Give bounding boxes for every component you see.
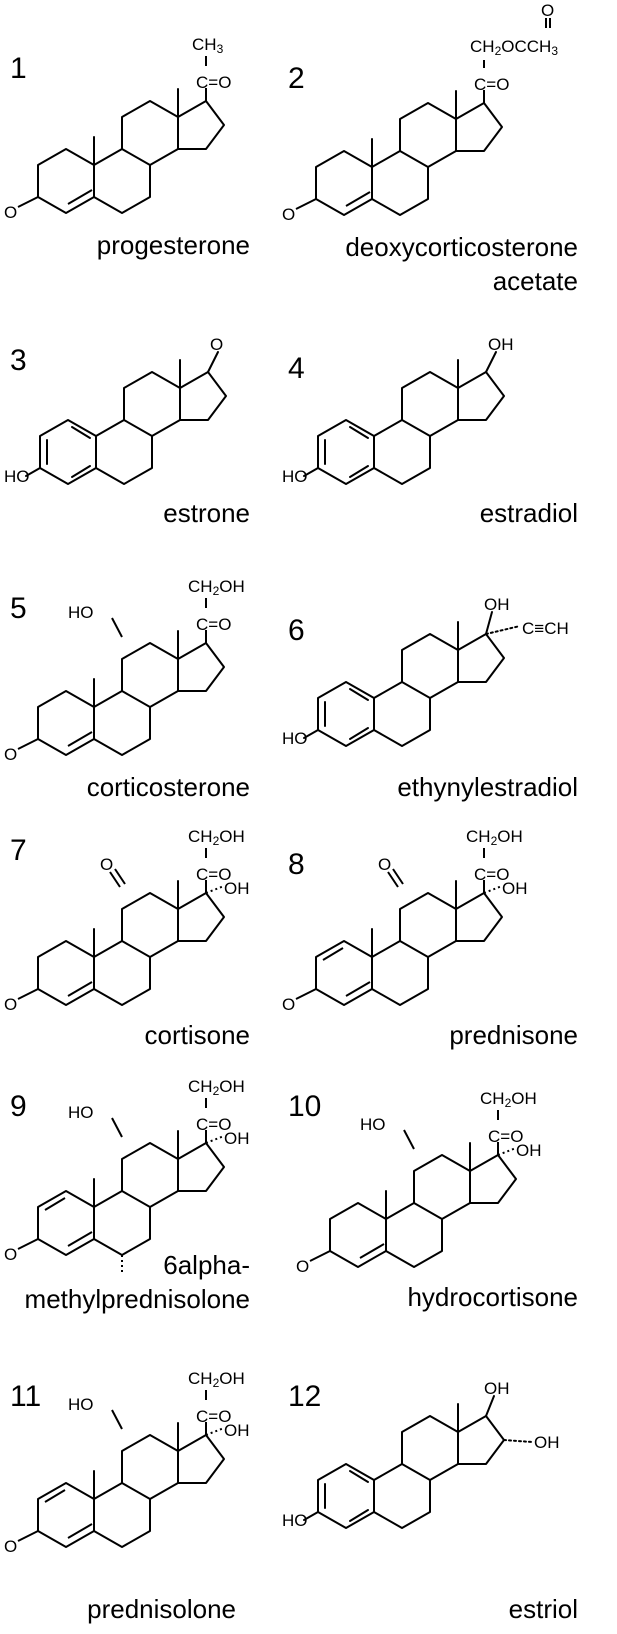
- svg-text:HO: HO: [4, 467, 30, 486]
- compound-name: prednisone: [449, 1020, 578, 1050]
- svg-text:OH: OH: [224, 879, 250, 898]
- compound-name: progesterone: [97, 230, 250, 260]
- carbonyl-label: C=O: [196, 73, 231, 92]
- compound-name-line2: methylprednisolone: [25, 1284, 250, 1314]
- compound-11: 11 O C=O CH2OH HO OH prednisolone: [4, 1369, 250, 1624]
- svg-text:O: O: [100, 855, 113, 874]
- svg-text:OH: OH: [224, 1129, 250, 1148]
- compound-number: 6: [288, 614, 305, 647]
- svg-text:HO: HO: [282, 729, 308, 748]
- compound-number: 11: [10, 1380, 41, 1413]
- compound-number: 7: [10, 834, 27, 867]
- svg-text:CH2OH: CH2OH: [188, 577, 245, 598]
- compound-name: corticosterone: [87, 772, 250, 802]
- carbonyl-label: C=O: [474, 865, 509, 884]
- compound-4: 4 OH HO estradiol: [282, 335, 578, 528]
- compound-10: 10 O C=O CH2OH HO OH hydrocortisone: [288, 1089, 578, 1312]
- svg-text:OH: OH: [534, 1433, 560, 1452]
- svg-text:HO: HO: [282, 467, 308, 486]
- ethynyl-label: C≡CH: [522, 619, 569, 638]
- compound-9: 9 O C=O CH2OH HO OH 6alpha- methylpredni…: [4, 1077, 250, 1314]
- compound-name: estrone: [163, 498, 250, 528]
- carbonyl-label: C=O: [488, 1127, 523, 1146]
- svg-text:HO: HO: [68, 603, 94, 622]
- compound-1: 1 O C=O CH3 progesterone: [4, 35, 250, 260]
- compound-number: 2: [288, 62, 305, 95]
- compound-number: 12: [288, 1380, 321, 1413]
- carbonyl-label: C=O: [474, 75, 509, 94]
- compound-3: 3 O HO estrone: [4, 335, 250, 528]
- compound-12: 12 OH OH HO estriol: [282, 1379, 578, 1624]
- svg-text:CH2OH: CH2OH: [480, 1089, 537, 1110]
- carbonyl-label: C=O: [196, 615, 231, 634]
- svg-text:O: O: [4, 1245, 17, 1264]
- svg-text:CH2OH: CH2OH: [188, 827, 245, 848]
- compound-number: 5: [10, 592, 27, 625]
- svg-text:CH2OH: CH2OH: [188, 1369, 245, 1390]
- compound-number: 4: [288, 352, 305, 385]
- compound-name: cortisone: [145, 1020, 251, 1050]
- compound-number: 1: [10, 52, 27, 85]
- svg-text:O: O: [541, 1, 554, 20]
- svg-text:O: O: [4, 203, 17, 222]
- svg-text:O: O: [4, 995, 17, 1014]
- svg-text:O: O: [282, 205, 295, 224]
- compound-name: hydrocortisone: [407, 1282, 578, 1312]
- compound-name: prednisolone: [87, 1594, 236, 1624]
- carbonyl-label: C=O: [196, 1407, 231, 1426]
- svg-text:CH2OH: CH2OH: [188, 1077, 245, 1098]
- svg-text:HO: HO: [282, 1511, 308, 1530]
- svg-text:OH: OH: [484, 595, 510, 614]
- svg-text:O: O: [210, 335, 223, 354]
- compound-number: 8: [288, 848, 305, 881]
- compound-8: 8 O C=O CH2OH O OH prednisone: [282, 827, 578, 1050]
- compound-6: 6 OH C≡CH HO ethynylestradiol: [282, 595, 578, 802]
- carbonyl-label: C=O: [196, 865, 231, 884]
- svg-text:OH: OH: [516, 1141, 542, 1160]
- compound-number: 9: [10, 1090, 27, 1123]
- svg-text:CH3: CH3: [192, 35, 224, 56]
- compound-name: ethynylestradiol: [397, 772, 578, 802]
- svg-text:O: O: [4, 1537, 17, 1556]
- compound-name: estradiol: [480, 498, 578, 528]
- svg-text:HO: HO: [68, 1103, 94, 1122]
- svg-text:O: O: [4, 745, 17, 764]
- compound-name: estriol: [509, 1594, 578, 1624]
- compound-7: 7 O C=O CH2OH O OH cortisone: [4, 827, 250, 1050]
- compound-name-line2: acetate: [493, 266, 578, 296]
- compound-number: 10: [288, 1090, 321, 1123]
- svg-text:HO: HO: [68, 1395, 94, 1414]
- svg-text:OH: OH: [224, 1421, 250, 1440]
- svg-text:HO: HO: [360, 1115, 386, 1134]
- svg-text:OH: OH: [488, 335, 514, 354]
- svg-text:CH2OCCH3: CH2OCCH3: [470, 37, 558, 58]
- compound-number: 3: [10, 344, 27, 377]
- svg-text:CH2OH: CH2OH: [466, 827, 523, 848]
- svg-text:OH: OH: [484, 1379, 510, 1398]
- compound-5: 5 O C=O CH2OH HO corticosterone: [4, 577, 250, 802]
- compound-2: 2 O C=O O CH2OCCH3 deoxycorticosterone a…: [282, 1, 578, 296]
- svg-text:O: O: [378, 855, 391, 874]
- svg-text:O: O: [282, 995, 295, 1014]
- carbonyl-label: C=O: [196, 1115, 231, 1134]
- compound-name-line1: 6alpha-: [163, 1250, 250, 1280]
- svg-text:OH: OH: [502, 879, 528, 898]
- compound-name-line1: deoxycorticosterone: [345, 232, 578, 262]
- svg-text:O: O: [296, 1257, 309, 1276]
